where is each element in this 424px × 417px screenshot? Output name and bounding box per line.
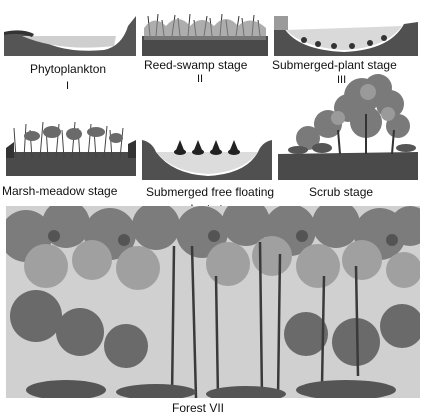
stage-7-illustration: [6, 206, 420, 398]
stage-1-illustration: [4, 6, 136, 56]
stage-3-label: Submerged-plant stage: [272, 59, 397, 72]
stage-3-illustration: [274, 6, 418, 56]
stage-4-illustration: [6, 118, 136, 176]
stage-6-illustration: [278, 74, 418, 180]
stage-6-label: Scrub stage: [309, 186, 373, 199]
stage-2-numeral: II: [197, 73, 203, 85]
stage-1-label: Phytoplankton: [30, 63, 106, 76]
stage-5-label-line1: Submerged free floating: [146, 186, 274, 199]
stage-5-illustration: [142, 130, 272, 180]
stage-4-label: Marsh-meadow stage: [2, 185, 117, 198]
stage-1-numeral: I: [66, 80, 69, 92]
stage-2-illustration: [142, 6, 268, 56]
stage-7-label: Forest VII: [172, 402, 224, 415]
stage-2-label: Reed-swamp stage: [144, 59, 247, 72]
